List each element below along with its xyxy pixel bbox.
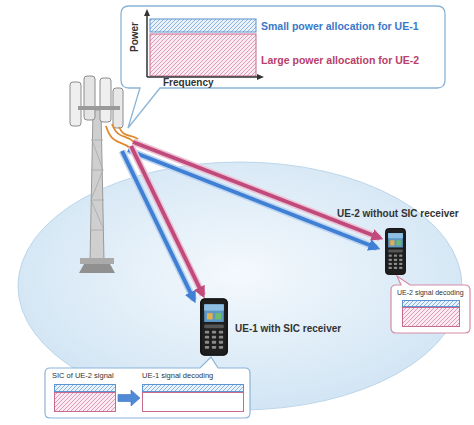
- allocation-label: Small power allocation for UE-1: [261, 21, 419, 32]
- phone-key: [205, 341, 209, 344]
- screen-icon: [207, 313, 213, 319]
- arrow-outline: [131, 146, 203, 295]
- callout-bubble: [121, 6, 445, 128]
- phone-body: [386, 229, 406, 275]
- axis-arrowhead: [257, 74, 264, 80]
- phone-key: [219, 341, 223, 344]
- phone-key: [389, 263, 392, 265]
- callout-bubble: [391, 276, 470, 333]
- phone-key: [212, 346, 216, 349]
- ue2-signal-block: [403, 308, 460, 327]
- phone-screen: [204, 304, 224, 322]
- ue1-signal-strip: [403, 301, 460, 307]
- step-label: SIC of UE-2 signal: [52, 372, 114, 380]
- phone-nav-key: [204, 324, 224, 328]
- signal-stack: [54, 384, 116, 412]
- signal-stack: [142, 384, 244, 412]
- phone-key: [399, 259, 402, 261]
- phone-key: [389, 255, 392, 257]
- ue1-signal-strip: [143, 385, 244, 392]
- axis-arrowhead: [144, 9, 150, 16]
- tower-mast: [90, 110, 104, 262]
- phone-key: [219, 331, 223, 334]
- screen-icon: [215, 313, 221, 319]
- phone-key: [219, 346, 223, 349]
- screen-icon: [397, 240, 401, 245]
- ue1-decoding-box: UE-1 signal decoding: [142, 384, 244, 412]
- phone-key: [205, 336, 209, 339]
- sic-box: SIC of UE-2 signal: [54, 384, 116, 412]
- screen-icon: [390, 240, 394, 245]
- device-label: UE-2 without SIC receiver: [337, 209, 459, 219]
- antenna-panel: [100, 78, 111, 122]
- ue1-power-band: [150, 19, 256, 32]
- ue2-signal-block: [55, 393, 116, 412]
- phone-key: [394, 259, 397, 261]
- tower-base: [79, 264, 115, 273]
- ue2-decoding-box: UE-2 signal decoding: [402, 300, 460, 327]
- phone-key: [389, 259, 392, 261]
- antenna-panel: [70, 82, 81, 126]
- phone-key: [394, 263, 397, 265]
- mobile-phone: [385, 228, 406, 275]
- ue2-signal-block: [143, 393, 244, 412]
- phone-key: [212, 341, 216, 344]
- downlink-arrows: [122, 142, 380, 300]
- phone-key: [389, 267, 392, 269]
- tower-platform: [80, 258, 114, 264]
- power-allocation-callout: PowerFrequency Small power allocation for…: [121, 6, 445, 88]
- ue2-power-band: [150, 34, 256, 76]
- decoding-label: UE-2 signal decoding: [397, 289, 464, 296]
- antenna-panel: [84, 76, 95, 120]
- phone-key: [212, 331, 216, 334]
- axis-label: Power: [130, 17, 140, 57]
- phone-body: [201, 299, 228, 356]
- mobile-phone: [200, 298, 228, 356]
- tower-lattice: [90, 140, 104, 230]
- ue1-signal-arrow: [122, 151, 194, 300]
- phone-key: [212, 336, 216, 339]
- arrow-outline: [122, 151, 194, 300]
- ue1-phone: UE-1 with SIC receiver: [200, 298, 228, 356]
- allocation-label: Large power allocation for UE-2: [261, 55, 419, 66]
- phone-key: [205, 331, 209, 334]
- ue2-signal-arrow: [131, 146, 203, 295]
- screen-highlight: [388, 233, 403, 238]
- base-station-tower: [70, 76, 138, 273]
- phone-key: [399, 263, 402, 265]
- axis-label: Frequency: [163, 78, 214, 88]
- power-frequency-chart: [121, 6, 445, 88]
- phone-screen: [388, 233, 403, 247]
- process-arrow: [118, 390, 140, 406]
- device-label: UE-1 with SIC receiver: [235, 324, 341, 334]
- chart-axes: [147, 14, 259, 77]
- ue2-phone: UE-2 without SIC receiver: [385, 228, 406, 275]
- phone-key: [399, 255, 402, 257]
- callout-bubble: [45, 357, 250, 418]
- screen-highlight: [204, 304, 224, 310]
- step-label: UE-1 signal decoding: [142, 372, 213, 380]
- phone-key: [205, 346, 209, 349]
- signal-stack: [402, 300, 460, 327]
- phone-key: [394, 267, 397, 269]
- ue1-signal-strip: [55, 385, 116, 392]
- phone-key: [399, 267, 402, 269]
- phone-key: [219, 336, 223, 339]
- phone-key: [394, 255, 397, 257]
- phone-nav-key: [388, 249, 403, 252]
- antenna-mount: [78, 106, 120, 110]
